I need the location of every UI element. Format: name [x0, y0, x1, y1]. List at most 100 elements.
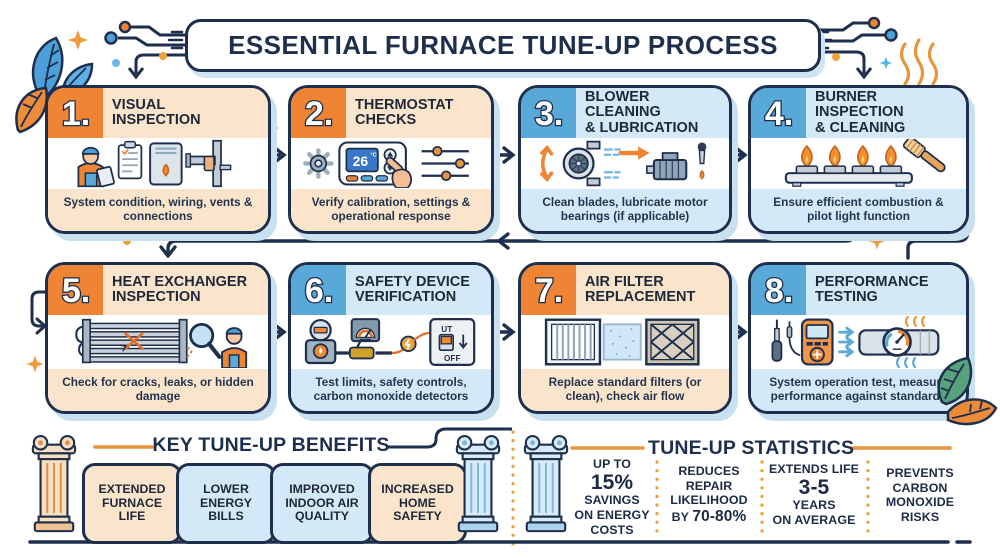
title-line: VERIFICATION [355, 289, 457, 305]
dot-orange [123, 237, 131, 245]
circuit-wires-left [118, 25, 190, 80]
benefit-box: EXTENDED FURNACE LIFE [82, 463, 182, 544]
pillar-icon-blue [455, 435, 501, 533]
step-3-illustration [521, 138, 729, 189]
stat-text: COSTS [590, 522, 634, 537]
stat-text: ON ENERGY [574, 508, 650, 523]
svg-text:5.: 5. [61, 272, 89, 310]
title-line: TESTING [815, 289, 878, 305]
benefit-label: EXTENDED FURNACE LIFE [98, 481, 166, 524]
stat-extends-life: EXTENDS LIFE 3-5 YEARS ON AVERAGE [766, 462, 862, 528]
step-4-header: 4. BURNER INSPECTION & CLEANING [751, 88, 966, 138]
air-arrows-icon [838, 326, 855, 358]
step-2-title: THERMOSTAT CHECKS [346, 88, 491, 138]
wire-node-blue [104, 31, 118, 45]
stat-carbon-monoxide: PREVENTS CARBON MONOXIDE RISKS [874, 466, 966, 525]
step-7-header: 7. AIR FILTER REPLACEMENT [521, 265, 729, 315]
title-line: THERMOSTAT [355, 96, 454, 113]
benefit-label: IMPROVED INDOOR AIR QUALITY [285, 481, 359, 524]
title-line: INSPECTION [112, 289, 201, 305]
step-6-title: SAFETY DEVICE VERIFICATION [346, 265, 491, 315]
stat-text: RISKS [900, 509, 940, 524]
description-text: Ensure efficient combustion & pilot ligh… [773, 195, 944, 223]
checklist-icon [117, 140, 143, 180]
title-line: REPLACEMENT [585, 289, 696, 305]
title-line: BLOWER CLEANING [585, 88, 661, 121]
return-connector [159, 226, 856, 258]
step-1-title: VISUAL INSPECTION [103, 88, 268, 138]
stat-text: REDUCES [678, 464, 740, 478]
sliders-icon [421, 146, 469, 181]
stat-value: 3-5 [798, 475, 830, 499]
title-line: BURNER INSPECTION [815, 88, 904, 121]
stat-text: LIKELIHOOD [670, 493, 748, 508]
step-card-2: 2. THERMOSTAT CHECKS 26 [288, 85, 494, 234]
svg-text:8.: 8. [764, 272, 792, 310]
step-3-description: Clean blades, lubricate motor bearings (… [521, 189, 729, 231]
step-6-description: Test limits, safety controls, carbon mon… [291, 369, 491, 411]
step-card-7: 7. AIR FILTER REPLACEMENT [518, 262, 732, 414]
description-text: System condition, wiring, vents & connec… [63, 195, 253, 223]
step-card-8: 8. PERFORMANCE TESTING [748, 262, 969, 414]
step-8-illustration [751, 315, 966, 369]
step-2-description: Verify calibration, settings & operation… [291, 189, 491, 231]
svg-text:7.: 7. [534, 272, 562, 310]
dot-orange [832, 53, 840, 61]
pillar-icon-orange [31, 435, 77, 533]
gear-icon [303, 148, 334, 179]
step-card-4: 4. BURNER INSPECTION & CLEANING [748, 85, 969, 234]
step-4-number-badge: 4. [751, 88, 806, 138]
pillar-icon-blue [523, 435, 569, 533]
media-filter-icon [602, 323, 642, 361]
step-1-number-badge: 1. [48, 88, 103, 138]
step-5-title: HEAT EXCHANGER INSPECTION [103, 265, 268, 315]
step-5-header: 5. HEAT EXCHANGER INSPECTION [48, 265, 268, 315]
step-5-description: Check for cracks, leaks, or hidden damag… [48, 369, 268, 411]
stat-text: BY 70-80% [662, 508, 756, 526]
title-line: & CLEANING [815, 119, 906, 136]
step-4-title: BURNER INSPECTION & CLEANING [806, 88, 966, 138]
dot-orange [159, 52, 167, 60]
title-line: PERFORMANCE [815, 273, 929, 290]
screwdriver-icon [771, 319, 783, 362]
title-line: INSPECTION [112, 112, 201, 128]
step-1-description: System condition, wiring, vents & connec… [48, 189, 268, 231]
stat-repair-likelihood: REDUCES REPAIR LIKELIHOOD BY 70-80% [662, 464, 756, 526]
heat-exchanger-icon [75, 318, 193, 364]
step-2-header: 2. THERMOSTAT CHECKS [291, 88, 491, 138]
motor-icon [646, 152, 688, 181]
step-3-header: 3. BLOWER CLEANING & LUBRICATION [521, 88, 729, 138]
svg-text:°C: °C [370, 153, 376, 159]
brush-icon [902, 139, 946, 173]
step-card-6: 6. SAFETY DEVICE VERIFICATION [288, 262, 494, 414]
technician-icon [221, 327, 248, 368]
step-8-header: 8. PERFORMANCE TESTING [751, 265, 966, 315]
page-title: ESSENTIAL FURNACE TUNE-UP PROCESS [228, 30, 778, 60]
stat-value: 70-80% [692, 507, 747, 525]
heat-waves-icon [895, 316, 926, 368]
title-line: & LUBRICATION [585, 119, 699, 136]
title-line: SAFETY DEVICE [355, 273, 470, 290]
stat-text: REPAIR [685, 478, 733, 493]
svg-text:UT: UT [441, 325, 452, 334]
title-line: CHECKS [355, 112, 417, 128]
step-card-5: 5. HEAT EXCHANGER INSPECTION [45, 262, 271, 414]
stat-text: SAVINGS [584, 493, 640, 508]
burner-flames-icon [795, 144, 903, 174]
pipes-icon [185, 139, 232, 188]
circuit-wires-right [810, 21, 885, 80]
furnace-icon [149, 142, 183, 186]
step-8-number-badge: 8. [751, 265, 806, 315]
title-line: AIR FILTER [585, 273, 664, 290]
statistics-heading: TUNE-UP STATISTICS [648, 437, 855, 459]
step-6-header: 6. SAFETY DEVICE VERIFICATION [291, 265, 491, 315]
burner-rail-icon [784, 172, 913, 187]
shutoff-switch-icon: UT OFF [429, 318, 476, 366]
benefit-box: IMPROVED INDOOR AIR QUALITY [270, 463, 374, 544]
multimeter-icon [800, 318, 834, 366]
benefit-label: INCREASED HOME SAFETY [381, 481, 454, 524]
step-2-number-badge: 2. [291, 88, 346, 138]
stat-text: EXTENDS LIFE [768, 462, 859, 476]
stat-energy-savings: UP TO 15% SAVINGS ON ENERGY COSTS [572, 457, 652, 537]
description-text: Clean blades, lubricate motor bearings (… [542, 195, 708, 223]
